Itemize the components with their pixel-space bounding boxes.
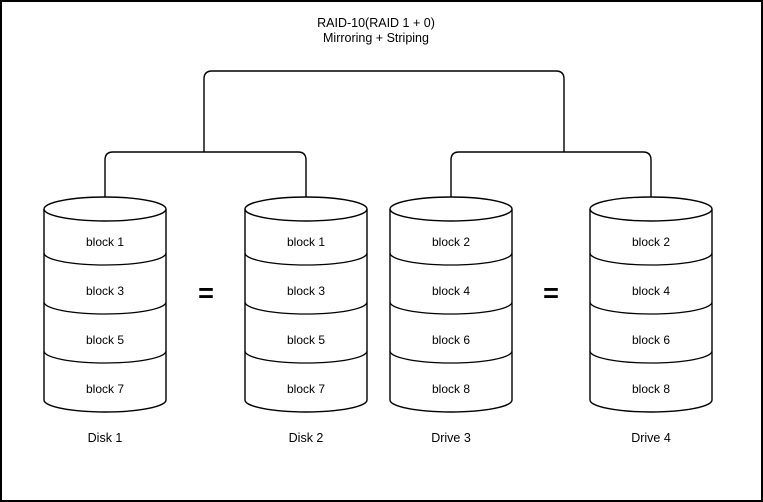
disk-1-top [43, 196, 167, 222]
disk-1-name-label: Disk 1 [88, 431, 123, 445]
diagram-title: RAID-10(RAID 1 + 0) [317, 16, 435, 30]
disk-1-block-label: block 5 [86, 333, 124, 347]
top-stripe-connector [203, 70, 565, 152]
drive-4-block-label: block 4 [632, 284, 670, 298]
drive-3-block-label: block 2 [432, 235, 470, 249]
drive-4-top [589, 196, 713, 222]
equals-sign-left-pair: = [198, 278, 214, 308]
equals-sign-right-pair: = [543, 278, 559, 308]
drive-4-separator [589, 350, 713, 364]
drive-3-cylinder: block 2 block 4 block 6 block 8 Drive 3 [389, 196, 513, 445]
diagram-subtitle: Mirroring + Striping [323, 31, 429, 45]
drive-3-block-label: block 4 [432, 284, 470, 298]
disk-1-cylinder: block 1 block 3 block 5 block 7 Disk 1 [43, 196, 167, 445]
disk-1-separator [43, 350, 167, 364]
drive-3-name-label: Drive 3 [431, 431, 471, 445]
drive-3-separator [389, 252, 513, 266]
disk-1-separator [43, 252, 167, 266]
disk-2-top [244, 196, 368, 222]
drive-4-name-label: Drive 4 [631, 431, 671, 445]
disk-2-block-label: block 5 [287, 333, 325, 347]
drive-4-separator [589, 301, 713, 315]
drive-4-separator [589, 252, 713, 266]
disk-2-block-label: block 1 [287, 235, 325, 249]
disk-1-separator [43, 301, 167, 315]
drive-3-block-label: block 6 [432, 333, 470, 347]
right-mirror-pair-connector [450, 151, 652, 198]
left-mirror-pair-connector [104, 151, 307, 198]
drive-4-block-label: block 2 [632, 235, 670, 249]
drive-3-separator [389, 350, 513, 364]
drive-3-block-label: block 8 [432, 382, 470, 396]
drive-3-top [389, 196, 513, 222]
disk-1-block-label: block 7 [86, 382, 124, 396]
disk-1-block-label: block 3 [86, 284, 124, 298]
disk-2-separator [244, 252, 368, 266]
disk-2-cylinder: block 1 block 3 block 5 block 7 Disk 2 [244, 196, 368, 445]
drive-3-separator [389, 301, 513, 315]
disk-2-separator [244, 301, 368, 315]
drive-4-cylinder: block 2 block 4 block 6 block 8 Drive 4 [589, 196, 713, 445]
drive-4-block-label: block 8 [632, 382, 670, 396]
disk-2-separator [244, 350, 368, 364]
disk-2-name-label: Disk 2 [289, 431, 324, 445]
disk-1-block-label: block 1 [86, 235, 124, 249]
drive-4-block-label: block 6 [632, 333, 670, 347]
disk-2-block-label: block 3 [287, 284, 325, 298]
disk-2-block-label: block 7 [287, 382, 325, 396]
